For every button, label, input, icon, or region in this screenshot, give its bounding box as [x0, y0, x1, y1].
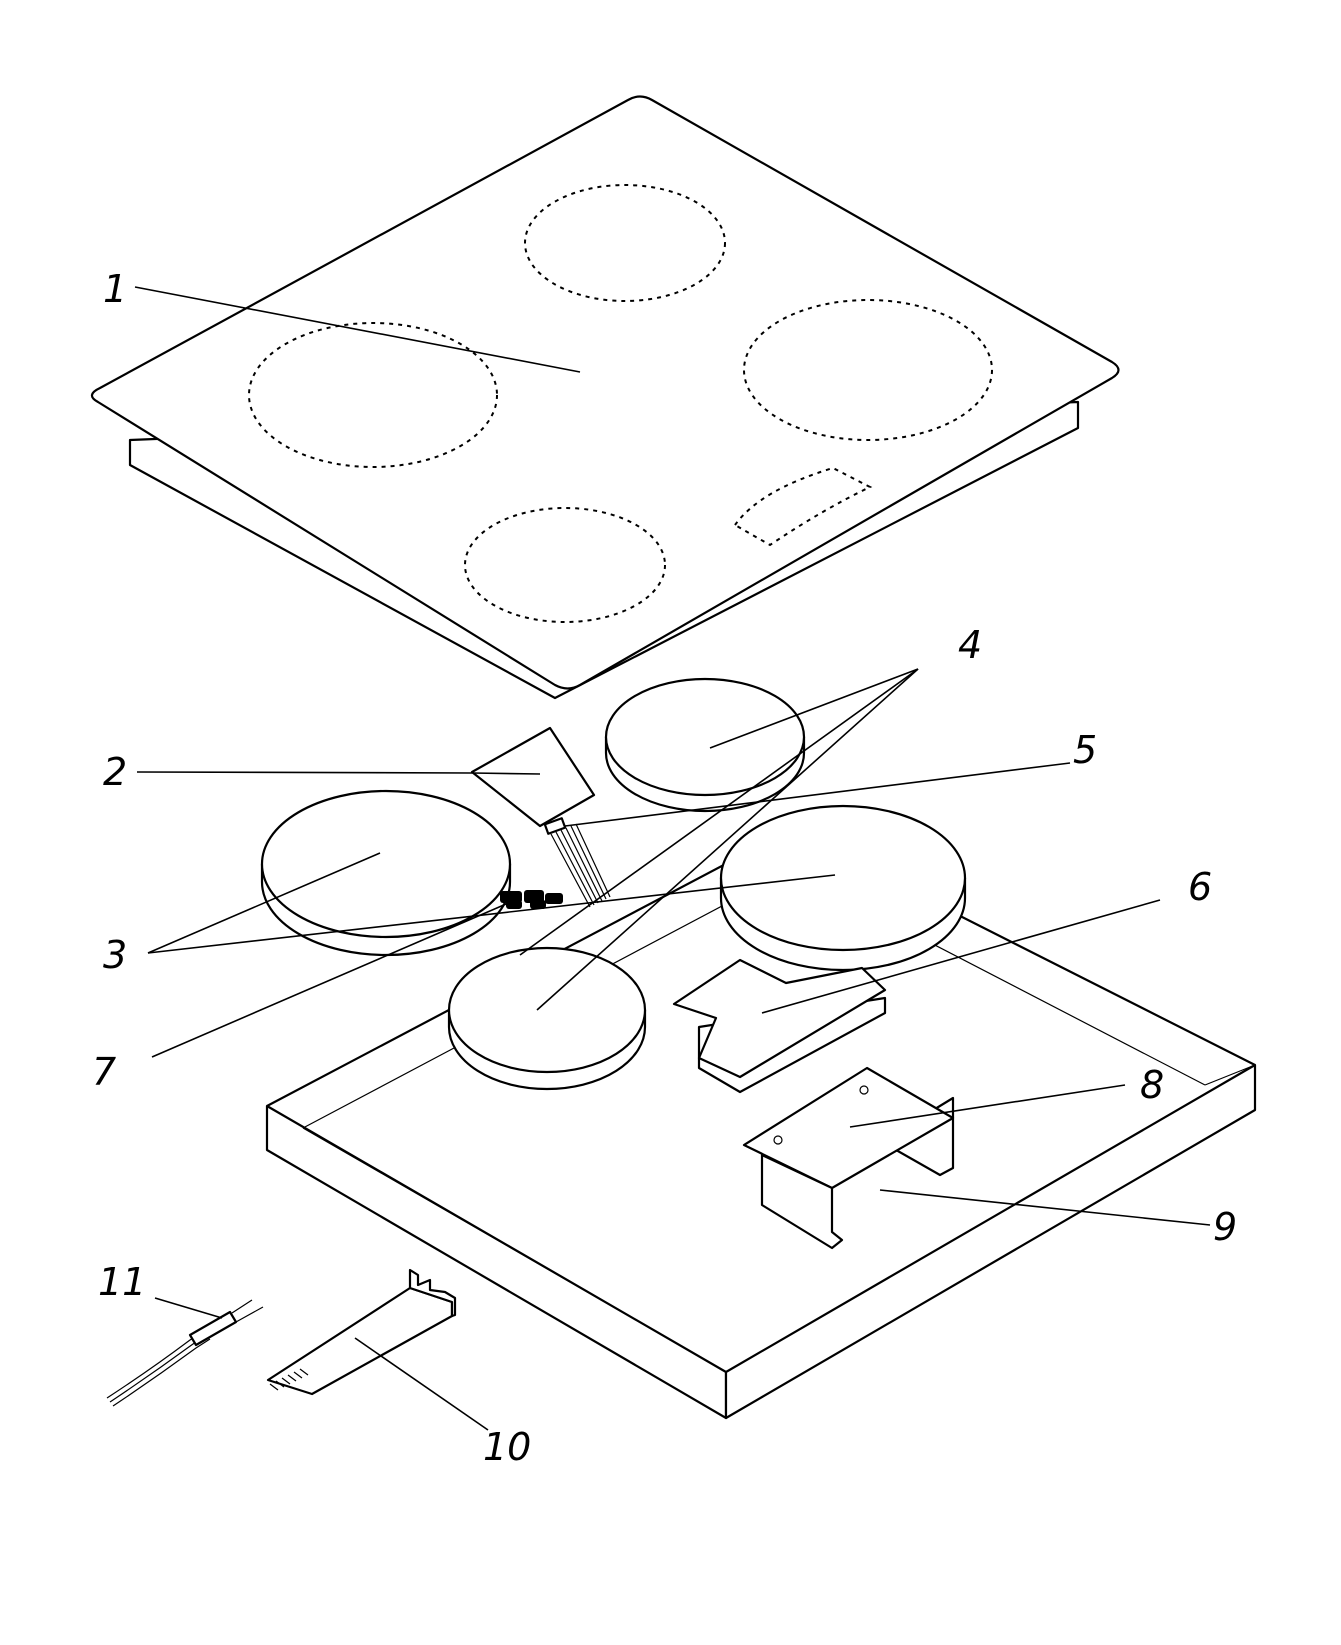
label-7: 7 — [92, 1050, 116, 1094]
zone-front-right — [464, 507, 666, 623]
metal-bracket — [742, 1066, 955, 1250]
label-3: 3 — [103, 933, 127, 977]
label-6: 6 — [1188, 865, 1212, 909]
cooktop-glass-plate — [90, 95, 1120, 700]
zone-rear-left — [524, 184, 726, 302]
ribbon-connector — [543, 817, 611, 908]
label-9: 9 — [1213, 1205, 1237, 1249]
control-sensor-board — [470, 726, 596, 828]
label-1: 1 — [103, 267, 127, 311]
coil-right-large — [719, 804, 967, 972]
coil-front-small — [447, 946, 647, 1091]
coil-left-large — [260, 789, 512, 957]
housing-tray — [265, 828, 1257, 1420]
zone-rear-right — [743, 299, 993, 441]
label-2: 2 — [103, 750, 127, 794]
label-5: 5 — [1073, 728, 1097, 772]
label-10: 10 — [483, 1425, 531, 1469]
power-cable — [106, 1299, 264, 1407]
mounting-plate — [672, 958, 887, 1094]
label-8: 8 — [1140, 1063, 1164, 1107]
coil-rear-small — [604, 677, 806, 813]
zone-front-left — [248, 322, 498, 468]
label-4: 4 — [958, 623, 982, 667]
control-zone — [733, 466, 873, 547]
reference-numerals: 1 2 3 4 5 6 7 8 9 10 11 — [92, 267, 1237, 1469]
label-11: 11 — [98, 1260, 146, 1304]
leader-lines — [134, 286, 1211, 1431]
terminal-strip — [266, 1268, 457, 1396]
